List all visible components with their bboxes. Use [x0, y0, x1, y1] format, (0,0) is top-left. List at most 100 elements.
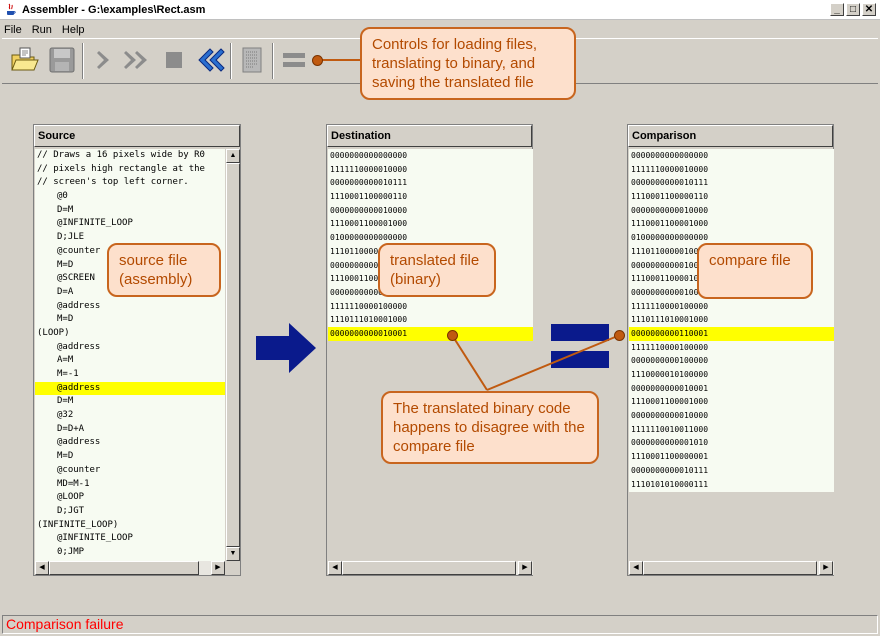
destination-horizontal-scrollbar[interactable]: ◀ ▶ — [328, 561, 533, 575]
binary-line[interactable]: 0000000000000000 — [330, 151, 408, 160]
binary-line[interactable]: 0000000000110001 — [629, 326, 834, 341]
source-line[interactable]: @address — [57, 300, 101, 311]
binary-line[interactable]: 1110001100000110 — [330, 192, 408, 202]
maximize-button[interactable]: □ — [846, 3, 860, 16]
binary-line[interactable]: 1110000010100000 — [631, 370, 709, 379]
source-line[interactable]: @address — [35, 381, 225, 396]
source-line[interactable]: D;JGT — [57, 505, 85, 516]
menu-run[interactable]: Run — [31, 23, 52, 36]
source-list[interactable]: // Draws a 16 pixels wide by R0 // pixels… — [35, 149, 225, 561]
binary-line[interactable]: 1110111010001000 — [631, 315, 709, 325]
close-button[interactable]: ✕ — [862, 3, 876, 16]
source-line[interactable]: @LOOP — [57, 492, 85, 503]
binary-line[interactable]: 0000000000010001 — [631, 260, 709, 270]
comparison-horizontal-scrollbar[interactable]: ◀ ▶ — [629, 561, 834, 575]
source-line[interactable]: // Draws a 16 pixels wide by R0 — [37, 150, 205, 160]
fast-forward-button[interactable] — [120, 43, 156, 79]
binary-line[interactable]: 0000000000010111 — [631, 178, 709, 188]
binary-line[interactable]: 1111110000010000 — [631, 164, 709, 174]
source-line[interactable]: M=D — [57, 314, 74, 325]
compare-button[interactable] — [276, 43, 312, 79]
source-line[interactable]: 0;JMP — [57, 546, 85, 557]
source-line[interactable]: D=A — [57, 286, 74, 297]
binary-line[interactable]: 0000000000001010 — [631, 438, 709, 448]
menu-help[interactable]: Help — [61, 23, 85, 36]
source-line[interactable]: @0 — [57, 191, 68, 202]
binary-line[interactable]: 1110110000010000 — [631, 246, 709, 256]
load-file-button[interactable] — [6, 43, 42, 79]
minimize-button[interactable]: _ — [830, 3, 844, 16]
binary-line[interactable]: 1110001100001000 — [330, 219, 408, 229]
source-line[interactable]: A=M — [57, 355, 74, 366]
binary-line[interactable]: 0000000000010001 — [631, 287, 709, 297]
binary-line[interactable]: 1111110000100000 — [330, 301, 408, 311]
scroll-left-arrow-icon[interactable]: ◀ — [328, 561, 342, 575]
binary-line[interactable]: 0000000000000000 — [631, 151, 709, 160]
save-file-button[interactable] — [44, 43, 80, 79]
binary-line[interactable]: 1111110000010000 — [330, 164, 408, 174]
destination-list[interactable]: 0000000000000000 1111110000010000 00000000… — [328, 149, 533, 561]
load-compare-file-button[interactable] — [234, 43, 270, 79]
binary-line[interactable]: 0000000000010001 — [631, 383, 709, 393]
source-line[interactable]: (LOOP) — [37, 327, 70, 338]
source-line[interactable]: @SCREEN — [57, 273, 95, 284]
source-line[interactable]: @address — [57, 437, 101, 448]
source-line[interactable]: D=D+A — [57, 423, 85, 434]
binary-line[interactable]: 1110001100000001 — [631, 452, 709, 462]
source-line[interactable]: M=D — [57, 451, 74, 462]
binary-line[interactable]: 0000000000010111 — [631, 465, 709, 475]
source-line[interactable]: @counter — [57, 464, 101, 475]
binary-line[interactable]: 1110111010001000 — [330, 315, 408, 325]
source-line[interactable]: // screen's top left corner. — [37, 177, 189, 188]
binary-line[interactable]: 0000000000010000 — [631, 411, 709, 421]
source-line[interactable]: M=-1 — [57, 369, 79, 379]
binary-line[interactable]: 0000000000100000 — [631, 356, 709, 366]
scroll-thumb[interactable] — [226, 163, 240, 547]
binary-line[interactable]: 0000000000010111 — [330, 178, 408, 188]
binary-line[interactable]: 0100000000000000 — [631, 233, 709, 243]
scroll-right-arrow-icon[interactable]: ▶ — [211, 561, 225, 575]
binary-line[interactable]: 1110101010000111 — [631, 479, 709, 489]
binary-line[interactable]: 0000000000010000 — [631, 205, 709, 215]
scroll-thumb[interactable] — [49, 561, 199, 575]
binary-line[interactable]: 1111110000100000 — [631, 342, 709, 352]
source-line[interactable]: @counter — [57, 245, 101, 256]
source-line[interactable]: // pixels high rectangle at the — [37, 163, 205, 174]
source-line[interactable]: M=D — [57, 259, 74, 270]
source-line[interactable]: (INFINITE_LOOP) — [37, 519, 119, 530]
binary-line[interactable]: 1110001100001000 — [631, 274, 709, 284]
binary-line[interactable]: 1111110000100000 — [631, 301, 709, 311]
scroll-left-arrow-icon[interactable]: ◀ — [35, 561, 49, 575]
binary-line[interactable]: 0000000000010000 — [330, 205, 408, 215]
binary-line[interactable]: 0000000000010001 — [330, 260, 408, 270]
comparison-list[interactable]: 0000000000000000 1111110000010000 00000000… — [629, 149, 834, 561]
source-vertical-scrollbar[interactable]: ▲ ▼ — [225, 149, 240, 561]
scroll-left-arrow-icon[interactable]: ◀ — [629, 561, 643, 575]
binary-line[interactable]: 0000000000010001 — [328, 326, 533, 341]
source-line[interactable]: D=M — [57, 396, 74, 407]
source-line[interactable]: MD=M-1 — [57, 478, 90, 489]
binary-line[interactable]: 1110001100001000 — [631, 397, 709, 407]
scroll-thumb[interactable] — [643, 561, 817, 575]
source-line[interactable]: @INFINITE_LOOP — [57, 533, 133, 544]
binary-line[interactable]: 1110001100001000 — [631, 219, 709, 229]
rewind-button[interactable] — [192, 43, 228, 79]
menu-file[interactable]: File — [4, 23, 22, 36]
scroll-up-arrow-icon[interactable]: ▲ — [226, 149, 240, 163]
binary-line[interactable]: 1110110000010000 — [330, 246, 408, 256]
scroll-right-arrow-icon[interactable]: ▶ — [819, 561, 833, 575]
source-line[interactable]: @address — [57, 341, 101, 352]
stop-button[interactable] — [156, 43, 192, 79]
binary-line[interactable]: 0000000000010001 — [330, 287, 408, 297]
source-horizontal-scrollbar[interactable]: ◀ ▶ — [35, 561, 225, 575]
scroll-down-arrow-icon[interactable]: ▼ — [226, 547, 240, 561]
scroll-thumb[interactable] — [342, 561, 516, 575]
source-line[interactable]: @32 — [57, 410, 74, 421]
source-line[interactable]: @INFINITE_LOOP — [57, 218, 133, 229]
source-line[interactable]: D;JLE — [57, 232, 85, 243]
binary-line[interactable]: 1110001100000110 — [631, 192, 709, 202]
binary-line[interactable]: 0100000000000000 — [330, 233, 408, 243]
binary-line[interactable]: 1110001100001000 — [330, 274, 408, 284]
scroll-right-arrow-icon[interactable]: ▶ — [518, 561, 532, 575]
single-step-button[interactable] — [86, 43, 122, 79]
